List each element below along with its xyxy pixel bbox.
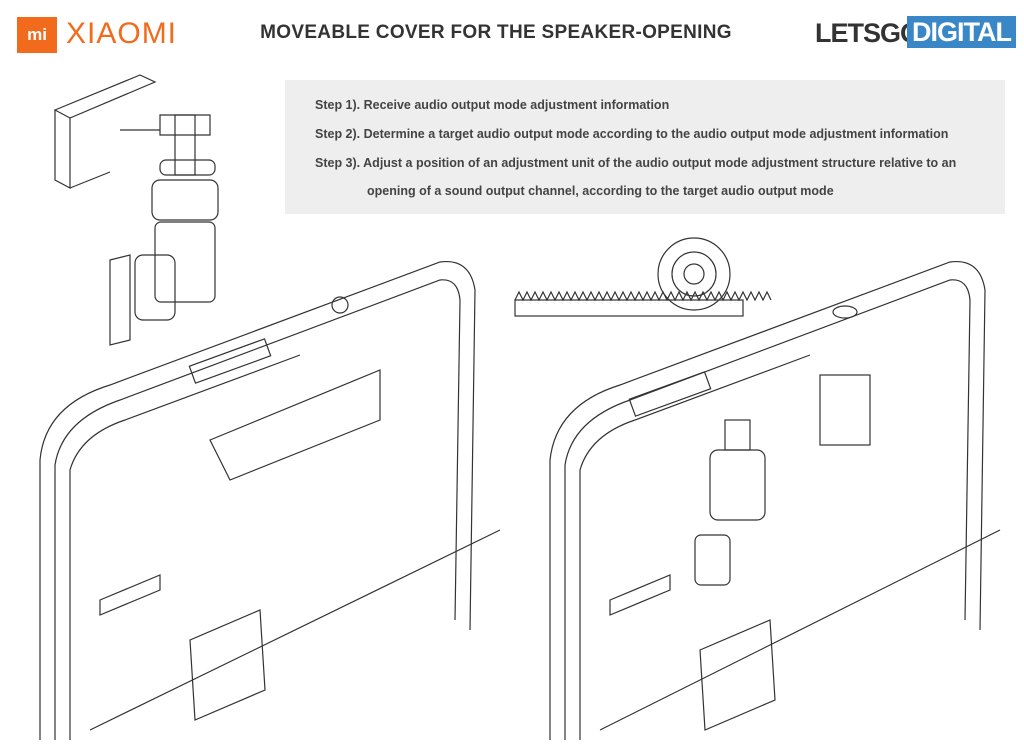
source-logo-digital: DIGITAL — [907, 16, 1016, 48]
step-3: Step 3). Adjust a position of an adjustm… — [315, 156, 957, 170]
speaker-cover-mechanism-drawing — [53, 74, 219, 346]
brand-name: XIAOMI — [66, 17, 178, 50]
step-3-continued: opening of a sound output channel, accor… — [367, 184, 834, 198]
page-title: MOVEABLE COVER FOR THE SPEAKER-OPENING — [260, 22, 732, 43]
steps-panel: Step 1). Receive audio output mode adjus… — [285, 80, 1005, 214]
source-logo-letsgo: LETSGO — [815, 18, 921, 48]
rack-and-pinion-drawing — [514, 237, 772, 317]
phone-frame-left-drawing — [39, 260, 501, 740]
phone-frame-right-drawing — [549, 260, 1001, 740]
step-1: Step 1). Receive audio output mode adjus… — [315, 98, 670, 112]
xiaomi-logo-mark: mi — [17, 17, 57, 53]
step-2: Step 2). Determine a target audio output… — [315, 127, 949, 141]
